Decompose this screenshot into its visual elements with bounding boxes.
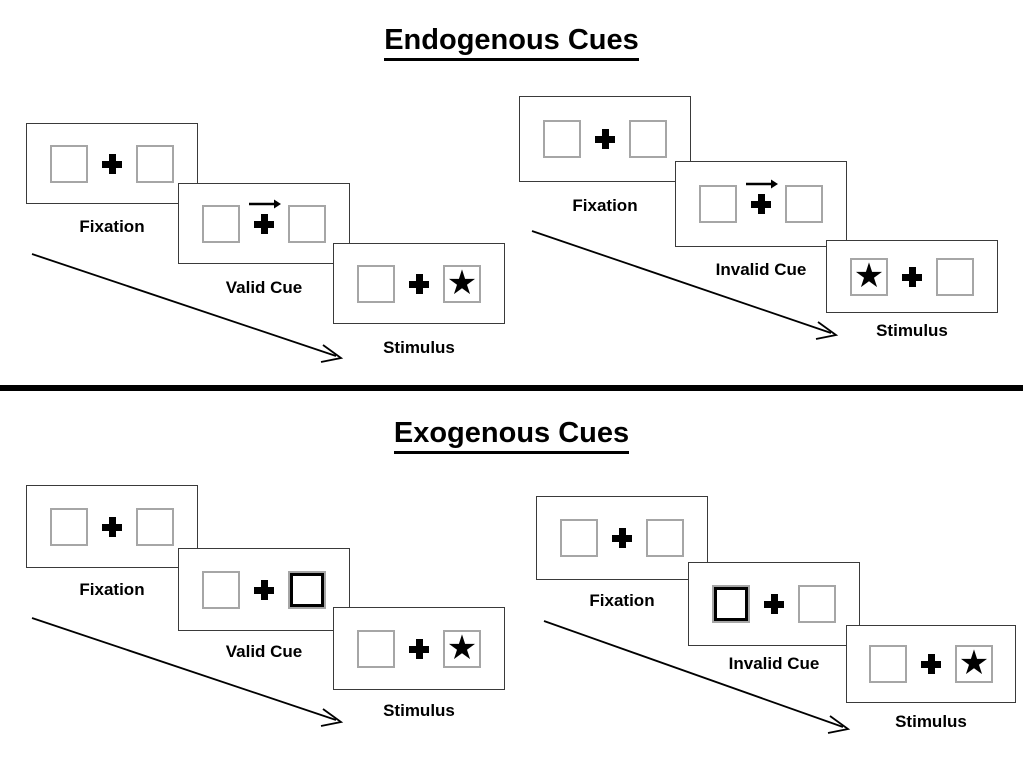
- section-title-endogenous: Endogenous Cues: [0, 24, 1023, 61]
- frame-label-invalid-cue: Invalid Cue: [715, 260, 807, 279]
- fixation-cross-icon: [612, 528, 632, 548]
- frame-exogenous-valid-fixation: [26, 485, 198, 568]
- frame-exogenous-invalid-stimulus: ★: [846, 625, 1016, 703]
- frame-endogenous-invalid-stimulus: ★: [826, 240, 998, 313]
- frame-endogenous-valid-fixation: [26, 123, 198, 204]
- star-icon: ★: [853, 256, 885, 295]
- time-flow-arrow-icon: [543, 620, 851, 734]
- fixation-cross-icon: [764, 594, 784, 614]
- fixation-cross-icon: [102, 153, 122, 174]
- star-icon: ★: [446, 628, 478, 667]
- cue-box-right-highlighted: [288, 570, 326, 609]
- frame-label-fixation: Fixation: [79, 217, 145, 236]
- target-box-right: ★: [443, 263, 481, 303]
- fixation-cross-icon: [102, 516, 122, 537]
- fixation-cross-icon: [595, 129, 615, 149]
- placeholder-box-right: [136, 507, 174, 546]
- placeholder-box-left: [202, 570, 240, 609]
- target-box-right: ★: [443, 628, 481, 668]
- frame-label-stimulus: Stimulus: [895, 712, 967, 731]
- frame-label-invalid-cue: Invalid Cue: [728, 654, 820, 673]
- time-flow-arrow-icon: [31, 617, 344, 727]
- frame-exogenous-invalid-cue: [688, 562, 860, 646]
- frame-endogenous-valid-stimulus: ★: [333, 243, 505, 324]
- placeholder-box-right: [646, 519, 684, 557]
- frame-exogenous-invalid-fixation: [536, 496, 708, 580]
- placeholder-box-right: [798, 585, 836, 623]
- star-icon: ★: [446, 263, 478, 302]
- placeholder-box-right: [936, 257, 974, 296]
- fixation-cross-icon: [902, 266, 922, 287]
- star-icon: ★: [958, 644, 990, 682]
- placeholder-box-left: [357, 629, 395, 668]
- fixation-cross-icon: [254, 579, 274, 600]
- time-flow-arrow-icon: [31, 253, 344, 363]
- frame-endogenous-invalid-cue: [675, 161, 847, 247]
- frame-label-valid-cue: Valid Cue: [225, 642, 303, 661]
- fixation-cross-icon: [409, 273, 429, 294]
- frame-label-stimulus: Stimulus: [383, 338, 455, 357]
- placeholder-box-right: [629, 120, 667, 158]
- placeholder-box-right: [288, 204, 326, 243]
- fixation-cross-icon: [254, 213, 274, 234]
- section-title-exogenous-text: Exogenous Cues: [393, 417, 630, 454]
- target-box-left: ★: [850, 256, 888, 296]
- frame-exogenous-valid-cue: [178, 548, 350, 631]
- placeholder-box-left: [560, 519, 598, 557]
- fixation-cross-icon: [409, 638, 429, 659]
- fixation-cross-icon: [921, 654, 941, 674]
- placeholder-box-right: [785, 185, 823, 223]
- placeholder-box-left: [357, 264, 395, 303]
- cue-box-left-highlighted: [712, 585, 750, 623]
- arrow-right-icon: [746, 179, 778, 189]
- section-title-exogenous: Exogenous Cues: [0, 417, 1023, 454]
- frame-label-stimulus: Stimulus: [876, 321, 948, 340]
- placeholder-box-left: [869, 645, 907, 683]
- placeholder-box-left: [50, 144, 88, 183]
- section-divider: [0, 385, 1023, 391]
- frame-label-stimulus: Stimulus: [383, 701, 455, 720]
- placeholder-box-left: [50, 507, 88, 546]
- placeholder-box-left: [202, 204, 240, 243]
- placeholder-box-left: [699, 185, 737, 223]
- arrow-right-icon: [249, 199, 281, 208]
- frame-label-fixation: Fixation: [79, 580, 145, 599]
- placeholder-box-right: [136, 144, 174, 183]
- target-box-right: ★: [955, 645, 993, 683]
- frame-label-fixation: Fixation: [589, 591, 655, 610]
- frame-label-fixation: Fixation: [572, 196, 638, 215]
- placeholder-box-left: [543, 120, 581, 158]
- cue-plus-group: [746, 179, 778, 214]
- frame-label-valid-cue: Valid Cue: [225, 278, 303, 297]
- frame-endogenous-invalid-fixation: [519, 96, 691, 182]
- frame-endogenous-valid-cue: [178, 183, 350, 264]
- time-flow-arrow-icon: [531, 230, 839, 340]
- section-title-endogenous-text: Endogenous Cues: [384, 24, 639, 61]
- cue-plus-group: [249, 199, 281, 234]
- fixation-cross-icon: [751, 194, 771, 214]
- frame-exogenous-valid-stimulus: ★: [333, 607, 505, 690]
